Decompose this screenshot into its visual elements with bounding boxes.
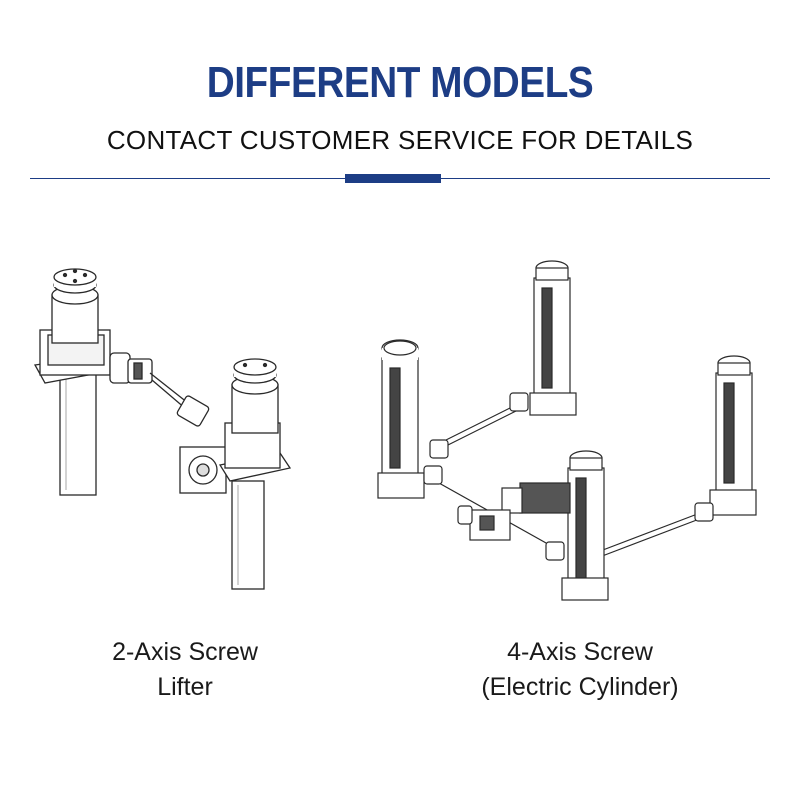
four-axis-caption: 4-Axis Screw (Electric Cylinder) bbox=[420, 635, 740, 705]
divider-accent bbox=[345, 174, 441, 183]
two-axis-caption-line1: 2-Axis Screw bbox=[112, 638, 258, 666]
four-axis-caption-line1: 4-Axis Screw bbox=[507, 638, 653, 666]
page-subtitle: CONTACT CUSTOMER SERVICE FOR DETAILS bbox=[106, 125, 694, 155]
two-axis-lifter-drawing bbox=[33, 268, 292, 590]
two-axis-caption-line2: Lifter bbox=[157, 673, 213, 701]
four-axis-cylinder-drawing bbox=[377, 260, 757, 601]
two-axis-caption: 2-Axis Screw Lifter bbox=[60, 635, 310, 705]
page-title: DIFFERENT MODELS bbox=[206, 58, 594, 107]
four-axis-caption-line2: (Electric Cylinder) bbox=[481, 673, 679, 701]
